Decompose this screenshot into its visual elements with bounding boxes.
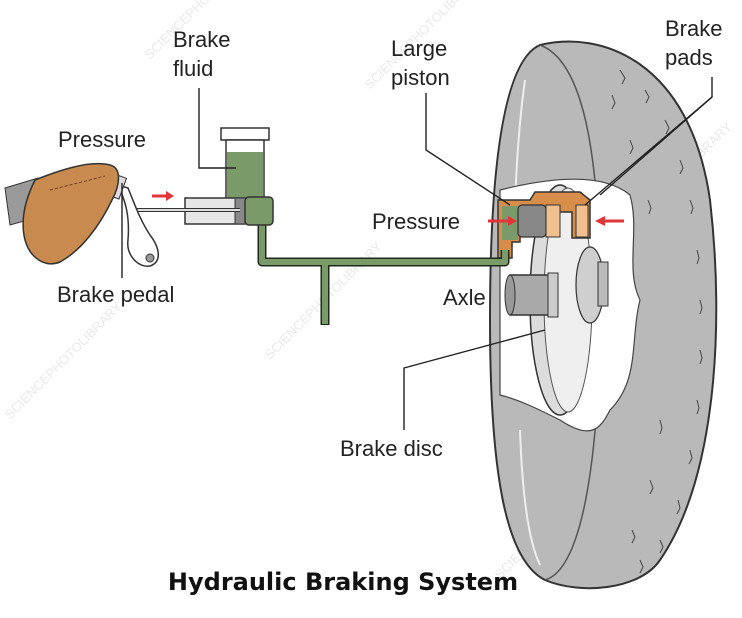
label-brake-fluid-line2: fluid	[173, 56, 213, 81]
label-pressure-pedal: Pressure	[58, 127, 146, 152]
label-brake-fluid-line1: Brake	[173, 27, 230, 52]
pressure-arrows	[152, 191, 624, 226]
brake-disc	[529, 184, 609, 416]
leader-lines	[121, 77, 713, 430]
label-large-piston-line1: Large	[391, 36, 447, 61]
axle	[504, 272, 559, 318]
labels: Brake fluid Large piston Brake pads Pres…	[57, 16, 722, 461]
caliper	[497, 191, 591, 259]
label-brake-pads-line1: Brake	[665, 16, 722, 41]
label-brake-disc: Brake disc	[340, 436, 443, 461]
hydraulic-pipe	[257, 215, 510, 325]
label-pressure-caliper: Pressure	[372, 209, 460, 234]
master-cylinder	[132, 127, 274, 226]
label-brake-pads-line2: pads	[665, 45, 713, 70]
diagram-title: Hydraulic Braking System	[168, 568, 518, 596]
label-brake-pedal: Brake pedal	[57, 282, 174, 307]
watermark: SCIENCEPHOTOLIBRARY	[2, 299, 125, 422]
label-large-piston-line2: piston	[391, 65, 450, 90]
label-axle: Axle	[443, 285, 486, 310]
shoe	[4, 162, 120, 265]
